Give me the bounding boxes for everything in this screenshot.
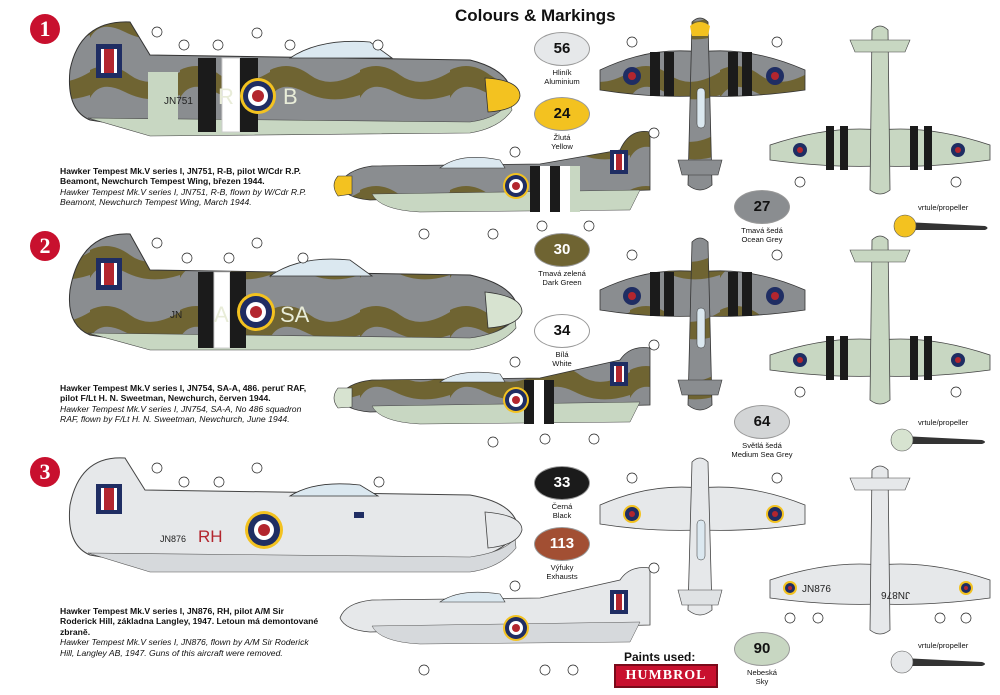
paint-name-en: Medium Sea Grey bbox=[731, 450, 793, 459]
paint-name-cz: Světlá šedá bbox=[742, 441, 782, 450]
paint-name-en: Dark Green bbox=[542, 278, 582, 287]
paint-swatch: 24 bbox=[534, 97, 590, 131]
paint-chip-33: 33 Černá Black bbox=[517, 466, 607, 520]
scheme3-description: Hawker Tempest Mk.V series I, JN876, RH,… bbox=[60, 606, 322, 658]
paint-name-cz: Černá bbox=[551, 502, 573, 511]
paints-used-label: Paints used: bbox=[624, 650, 696, 664]
scheme1-serial: JN751 bbox=[164, 96, 193, 107]
paint-name-en: White bbox=[552, 359, 572, 368]
paint-chip-34: 34 Bílá White bbox=[517, 314, 607, 368]
scheme2-top-view bbox=[599, 237, 806, 411]
scheme3-number-badge: 3 bbox=[30, 457, 60, 487]
paint-chip-27: 27 Tmavá šedá Ocean Grey bbox=[717, 190, 807, 244]
scheme2-desc-en: Hawker Tempest Mk.V series I, JN754, SA-… bbox=[60, 403, 302, 425]
paint-chip-64: 64 Světlá šedá Medium Sea Grey bbox=[717, 405, 807, 459]
scheme1-code-right: B bbox=[283, 84, 298, 109]
scheme2-description: Hawker Tempest Mk.V series I, JN754, SA-… bbox=[60, 383, 322, 425]
scheme3-side-large: JN876 RH bbox=[68, 457, 523, 573]
scheme1-bottom-view bbox=[769, 25, 991, 195]
scheme1-desc-en: Hawker Tempest Mk.V series I, JN751, R-B… bbox=[60, 186, 307, 208]
scheme1-side-small bbox=[333, 131, 651, 213]
paint-chip-56: 56 Hliník Aluminium bbox=[517, 32, 607, 86]
scheme2-code-left: A bbox=[214, 302, 229, 327]
paint-name-cz: Výfuky bbox=[550, 563, 574, 572]
propeller-3 bbox=[890, 650, 985, 674]
scheme2-side-large: JN A SA bbox=[68, 233, 523, 351]
paint-swatch: 64 bbox=[734, 405, 790, 439]
propeller-label-1: vrtule/propeller bbox=[918, 203, 969, 212]
propeller-label-2: vrtule/propeller bbox=[918, 418, 969, 427]
paint-chip-30: 30 Tmavá zelená Dark Green bbox=[517, 233, 607, 287]
paint-swatch: 33 bbox=[534, 466, 590, 500]
paint-swatch: 56 bbox=[534, 32, 590, 66]
paint-name-en: Ocean Grey bbox=[741, 235, 783, 244]
paint-name-cz: Nebeská bbox=[747, 668, 777, 677]
scheme1-desc-cz: Hawker Tempest Mk.V series I, JN751, R-B… bbox=[60, 166, 301, 187]
scheme1-description: Hawker Tempest Mk.V series I, JN751, R-B… bbox=[60, 166, 322, 208]
scheme2-serial: JN bbox=[170, 310, 182, 321]
scheme2-desc-cz: Hawker Tempest Mk.V series I, JN754, SA-… bbox=[60, 383, 307, 404]
paint-swatch: 113 bbox=[534, 527, 590, 561]
scheme2-bottom-view bbox=[769, 235, 991, 405]
scheme3-bottom-view: JN876 JN876 bbox=[769, 465, 991, 635]
scheme3-desc-en: Hawker Tempest Mk.V series I, JN876, flo… bbox=[60, 637, 309, 658]
paint-swatch: 30 bbox=[534, 233, 590, 267]
scheme3-top-view bbox=[599, 457, 806, 616]
paint-name-cz: Hliník bbox=[552, 68, 572, 77]
scheme2-code-right: SA bbox=[280, 302, 310, 327]
propeller-1 bbox=[893, 214, 988, 238]
wing-serial-left: JN876 bbox=[802, 584, 831, 595]
paint-name-en: Black bbox=[552, 511, 572, 520]
paint-name-en: Exhausts bbox=[546, 572, 578, 581]
paint-name-cz: Bílá bbox=[555, 350, 569, 359]
callouts bbox=[151, 26, 972, 676]
scheme1-number-badge: 1 bbox=[30, 14, 60, 44]
paint-name-cz: Tmavá zelená bbox=[538, 269, 586, 278]
paint-name-en: Aluminium bbox=[544, 77, 580, 86]
paint-name-cz: Žlutá bbox=[553, 133, 571, 142]
scheme1-side-large: JN751 R B bbox=[68, 21, 521, 137]
scheme3-desc-cz: Hawker Tempest Mk.V series I, JN876, RH,… bbox=[60, 606, 319, 637]
scheme3-side-small bbox=[339, 567, 651, 645]
wing-serial-right: JN876 bbox=[881, 589, 910, 600]
paint-name-en: Sky bbox=[755, 677, 769, 686]
paint-swatch: 27 bbox=[734, 190, 790, 224]
paint-chip-24: 24 Žlutá Yellow bbox=[517, 97, 607, 151]
humbrol-logo: HUMBROL bbox=[614, 664, 718, 688]
paint-chip-113: 113 Výfuky Exhausts bbox=[517, 527, 607, 581]
paint-chip-90: 90 Nebeská Sky bbox=[717, 632, 807, 686]
propeller-label-3: vrtule/propeller bbox=[918, 641, 969, 650]
page-title: Colours & Markings bbox=[455, 6, 616, 25]
scheme2-number-badge: 2 bbox=[30, 231, 60, 261]
paint-name-en: Yellow bbox=[551, 142, 573, 151]
scheme1-code-left: R bbox=[218, 84, 234, 109]
paint-swatch: 34 bbox=[534, 314, 590, 348]
paint-swatch: 90 bbox=[734, 632, 790, 666]
scheme1-top-view bbox=[599, 17, 806, 191]
paint-name-cz: Tmavá šedá bbox=[741, 226, 783, 235]
scheme3-serial: JN876 bbox=[160, 534, 186, 544]
propeller-2 bbox=[890, 428, 985, 452]
scheme3-code: RH bbox=[198, 527, 223, 546]
scheme2-side-small bbox=[333, 347, 651, 425]
